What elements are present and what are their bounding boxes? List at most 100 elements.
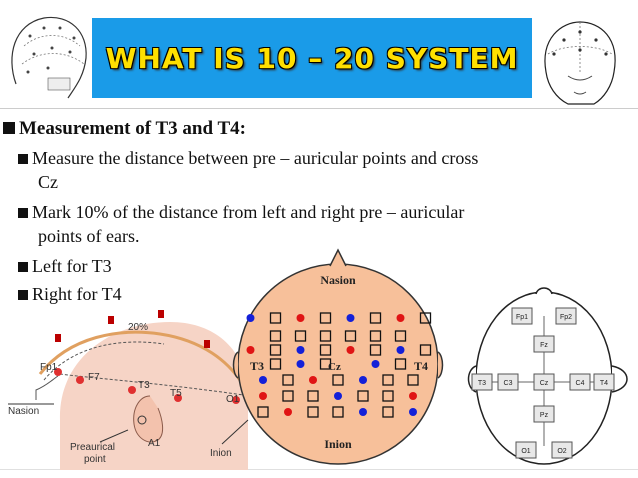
electrode-label-t4: T4 [600,380,608,387]
electrode-square-marker [319,344,332,356]
electrode-label-fz: Fz [540,342,548,349]
bullet-item: Right for T4 [18,284,122,305]
electrode-blue-dot [246,314,255,322]
electrode-square-marker [269,344,282,356]
electrode-square-marker [407,374,419,386]
bullet-item: Mark 10% of the distance from left and r… [18,202,464,223]
label-o1: O1 [226,394,240,405]
electrode-square-marker [319,330,332,342]
electrode-blue-dot [396,346,405,354]
bullet-text: Right for T4 [32,284,122,304]
electrode-box-o1 [515,441,537,459]
electrode-blue-dot [346,314,355,322]
electrode-red-dot [246,346,255,354]
electrode-box-o2 [551,441,573,459]
electrode-square-marker [282,390,294,402]
header-head-diagram-left [11,16,87,99]
label-preaurical: Preaurical [70,442,115,453]
bullet-text: Left for T3 [32,256,112,276]
electrode-square-marker [382,406,394,418]
bullet-item: Measure the distance between pre – auric… [18,148,478,169]
head-side-view-diagram: 20% Fp1 F7 T3 T5 O1 A1 Nasion Preaurical… [8,310,251,470]
t3-label: T3 [250,359,264,373]
electrode-box-fp2 [555,307,577,325]
electrode-blue-dot [296,360,305,368]
bullet-square [18,290,28,300]
electrode-label-t3: T3 [478,380,486,387]
label-t3: T3 [138,380,150,391]
electrode-square-marker [269,330,282,342]
electrode-square-marker [394,358,407,370]
bullet-square [18,208,28,218]
electrode-blue-dot [259,376,267,384]
electrode-red-dot [284,408,292,416]
bullet-square [18,154,28,164]
label-t5: T5 [170,388,182,399]
label-20-percent: 20% [128,322,148,333]
electrode-blue-dot [359,408,367,416]
electrode-square-marker [269,312,282,324]
label-nasion: Nasion [8,406,39,417]
electrode-square-marker [257,406,269,418]
header-divider [0,108,638,109]
inion-label: Inion [324,437,352,451]
title-bar: What is 10 – 20 system [92,18,532,98]
electrode-square-marker [282,374,294,386]
footer-divider [0,469,638,470]
head-top-view-diagram: Nasion Inion T3 T4 Cz [232,248,444,465]
electrode-blue-dot [359,376,367,384]
electrode-square-marker [419,344,432,356]
electrode-square-marker [332,374,344,386]
electrode-label-c4: C4 [576,380,585,387]
electrode-red-dot [396,314,405,322]
electrode-red-dot [346,346,355,354]
electrode-square-marker [382,374,394,386]
electrode-red-dot [259,392,267,400]
electrode-label-o1: O1 [521,448,530,455]
electrode-red-dot [296,314,305,322]
bullet-text-continued: Cz [38,172,58,192]
electrode-blue-dot [409,408,417,416]
electrode-marker-grid [246,312,432,418]
cz-label: Cz [328,361,341,373]
bullet-text-continued: points of ears. [38,226,140,246]
header-head-diagram-right [544,21,616,105]
electrode-square-marker [369,344,382,356]
electrode-square-marker [332,406,344,418]
bullet-text: Mark 10% of the distance from left and r… [32,202,465,222]
bullet-text: Measure the distance between pre – auric… [32,148,479,168]
electrode-label-o2: O2 [557,448,566,455]
t4-label: T4 [414,359,428,373]
label-f7: F7 [88,372,100,383]
electrode-label-fp2: Fp2 [560,314,572,321]
electrode-square-marker [419,312,432,324]
label-point: point [84,454,106,465]
electrode-label-pz: Pz [540,412,549,419]
bullet-item: Left for T3 [18,256,112,277]
electrode-square-marker [319,358,332,370]
electrode-blue-dot [334,392,342,400]
electrode-square-marker [369,312,382,324]
electrode-label-cz: Cz [540,380,549,387]
electrode-blue-dot [371,360,380,368]
electrode-square-marker [357,390,369,402]
electrode-box-fp1 [511,307,533,325]
electrode-box-c4 [569,373,591,391]
bullet-square [18,262,28,272]
electrode-box-cz [533,373,555,391]
electrode-label-c3: C3 [504,380,513,387]
label-inion: Inion [210,448,232,459]
electrode-square-marker [369,330,382,342]
label-a1: A1 [148,438,161,449]
section-heading: Measurement of T3 and T4: [19,118,246,139]
electrode-box-t3 [471,373,493,391]
electrode-box-t4 [593,373,615,391]
electrode-square-marker [294,330,307,342]
electrode-square-marker [382,390,394,402]
electrode-red-dot [409,392,417,400]
electrode-square-marker [319,312,332,324]
electrode-square-marker [307,390,319,402]
bullet-square [3,122,15,134]
